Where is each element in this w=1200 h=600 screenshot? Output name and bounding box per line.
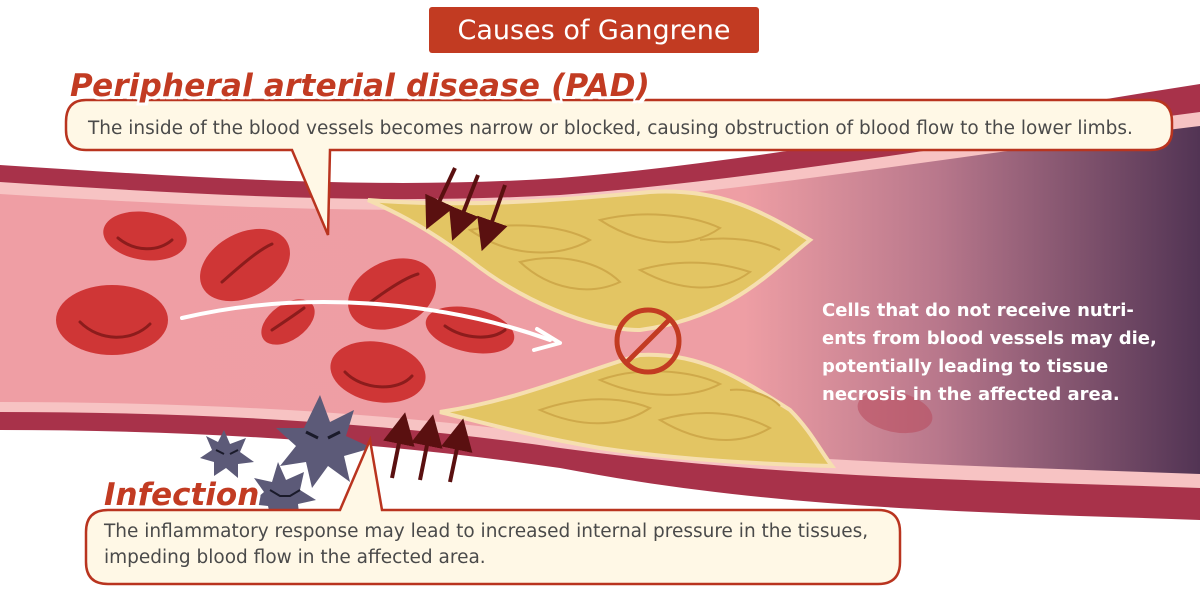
- red-blood-cell-icon: [103, 211, 187, 261]
- pressure-arrow-icon: [383, 412, 415, 479]
- flow-arrow-icon: [180, 300, 562, 352]
- pad-description: The inside of the blood vessels becomes …: [88, 118, 1133, 139]
- red-blood-cell-icon: [330, 341, 426, 403]
- pressure-arrow-icon: [425, 167, 457, 230]
- lower-plaque: [439, 352, 837, 469]
- faded-red-blood-cell-icon: [857, 390, 933, 434]
- bacteria-icon: [250, 462, 316, 524]
- bacteria: [200, 395, 372, 524]
- pressure-arrows-bottom: [383, 412, 473, 483]
- bacteria-icon: [276, 395, 372, 488]
- red-blood-cell-icon: [348, 258, 436, 330]
- page-title-text: Causes of Gangrene: [457, 14, 731, 46]
- red-blood-cell-icon: [425, 306, 515, 354]
- blocked-sign-icon: [614, 307, 682, 375]
- bacteria-icon: [200, 430, 254, 478]
- red-blood-cell-icon: [261, 299, 315, 345]
- infection-callout-bubble: [84, 435, 902, 586]
- red-blood-cells: [56, 211, 933, 434]
- pad-heading: Peripheral arterial disease (PAD): [69, 68, 651, 105]
- upper-plaque-cells: [467, 213, 781, 291]
- pressure-arrow-icon: [477, 184, 508, 252]
- red-blood-cell-icon: [56, 285, 168, 355]
- infection-description: The inflammatory response may lead to in…: [104, 521, 869, 568]
- page-title: Causes of Gangrene: [429, 7, 759, 53]
- pressure-arrow-icon: [411, 414, 443, 481]
- pressure-arrows-top: [425, 167, 508, 252]
- pressure-arrow-icon: [448, 174, 480, 241]
- pad-callout-bubble: [64, 98, 1174, 236]
- infection-heading: Infection: [103, 477, 260, 514]
- necrosis-note: Cells that do not receive nutri-ents fro…: [822, 300, 1157, 405]
- pressure-arrow-icon: [441, 418, 473, 483]
- red-blood-cell-icon: [200, 228, 290, 302]
